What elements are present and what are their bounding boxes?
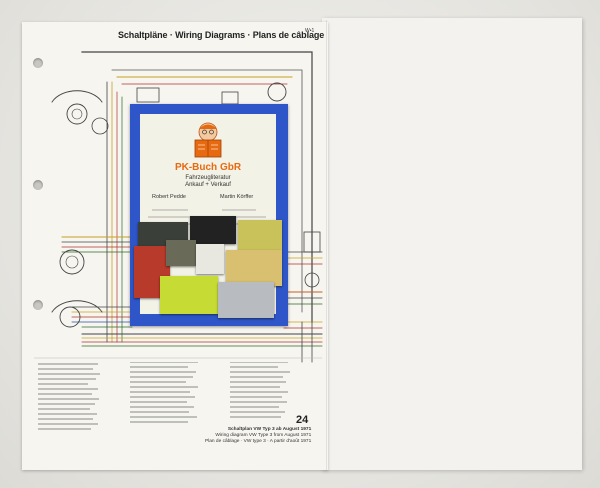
diagram-title: Schaltpläne · Wiring Diagrams · Plans de… xyxy=(118,30,325,40)
wiring-diagram-lines xyxy=(34,51,323,363)
book-cover xyxy=(190,216,236,244)
book-cover xyxy=(218,282,274,318)
contact-name: Martin Körffer xyxy=(220,194,254,200)
tagline: Fahrzeugliteratur xyxy=(185,175,231,181)
legend-fine-print xyxy=(38,362,290,430)
book-cover xyxy=(238,220,282,250)
contact-name: Robert Pedde xyxy=(152,194,186,200)
book-cover xyxy=(160,276,218,314)
tagline: Ankauf + Verkauf xyxy=(185,182,231,188)
fold-line xyxy=(326,20,327,470)
caption-line: Plan de câblage · VW type 3 · A partir d… xyxy=(205,439,312,445)
book-cover xyxy=(166,240,196,266)
caption-line: Wiring diagram VW Type 3 from August 197… xyxy=(215,433,312,439)
blank-back-sheet xyxy=(322,18,582,470)
caption-line: Schaltplan VW Typ 3 ab August 1971 xyxy=(227,427,312,432)
reader-mascot-logo xyxy=(194,122,222,158)
corner-label: W•1 xyxy=(305,28,315,34)
punch-hole-bottom xyxy=(33,300,43,310)
punch-hole-top xyxy=(33,58,43,68)
diagram-caption: Schaltplan VW Typ 3 ab August 1971 Wirin… xyxy=(205,427,311,446)
dealer-business-card: PK-Buch GbR Fahrzeugliteratur Ankauf + V… xyxy=(130,104,288,326)
page-number: 24 xyxy=(296,414,309,426)
brand-name: PK-Buch GbR xyxy=(174,162,242,173)
book-cover xyxy=(196,244,224,274)
punch-hole-middle xyxy=(33,180,43,190)
book-cover xyxy=(226,250,282,286)
